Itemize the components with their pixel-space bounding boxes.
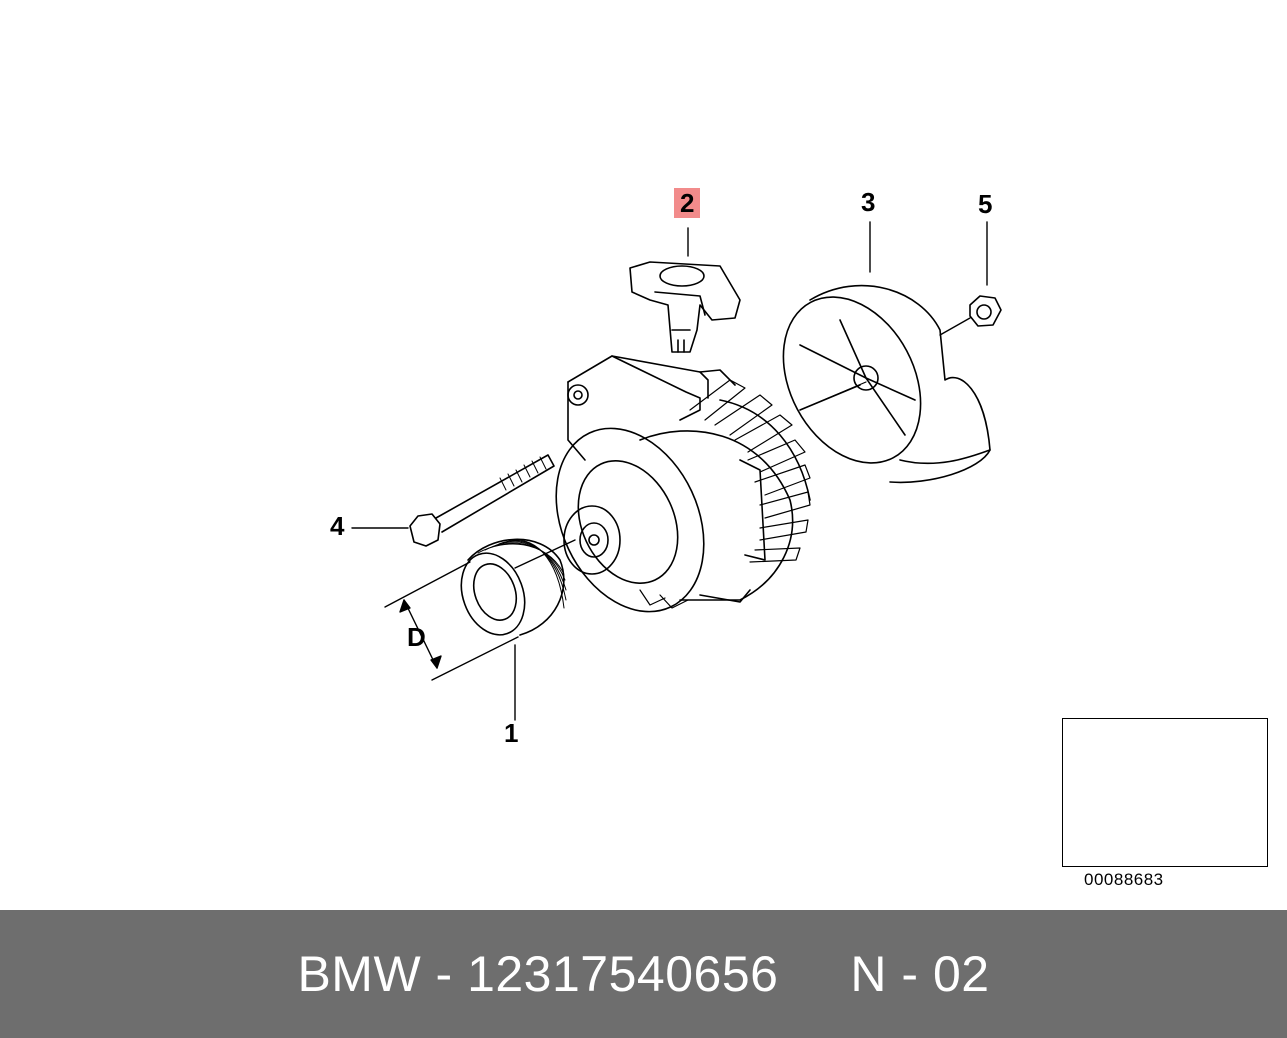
- bolt-part: [409, 454, 555, 547]
- pulley-part: [460, 538, 567, 636]
- voltage-regulator-part: [629, 261, 741, 353]
- callout-5[interactable]: 5: [978, 189, 993, 219]
- nut-part: [969, 295, 1002, 327]
- assembly-axis-line: [799, 381, 867, 411]
- fan-cover-part: [782, 284, 991, 484]
- diagram-id-label: 00088683: [1084, 870, 1164, 889]
- alternator-body: [555, 355, 811, 613]
- alternator-exploded-diagram: [351, 221, 1263, 861]
- callout-3[interactable]: 3: [861, 187, 876, 217]
- vehicle-thumbnail-frame: [1062, 718, 1268, 867]
- dimension-lines: [384, 561, 519, 681]
- footer-bar: BMW - 12317540656 N - 02: [0, 910, 1287, 1038]
- leader-lines: [351, 221, 988, 721]
- callout-2-highlighted[interactable]: 2: [674, 188, 701, 218]
- footer-part-label: BMW - 12317540656 N - 02: [297, 946, 990, 1002]
- callout-1[interactable]: 1: [504, 718, 519, 748]
- callout-4[interactable]: 4: [330, 511, 345, 541]
- callout-dimension-d: D: [407, 622, 426, 652]
